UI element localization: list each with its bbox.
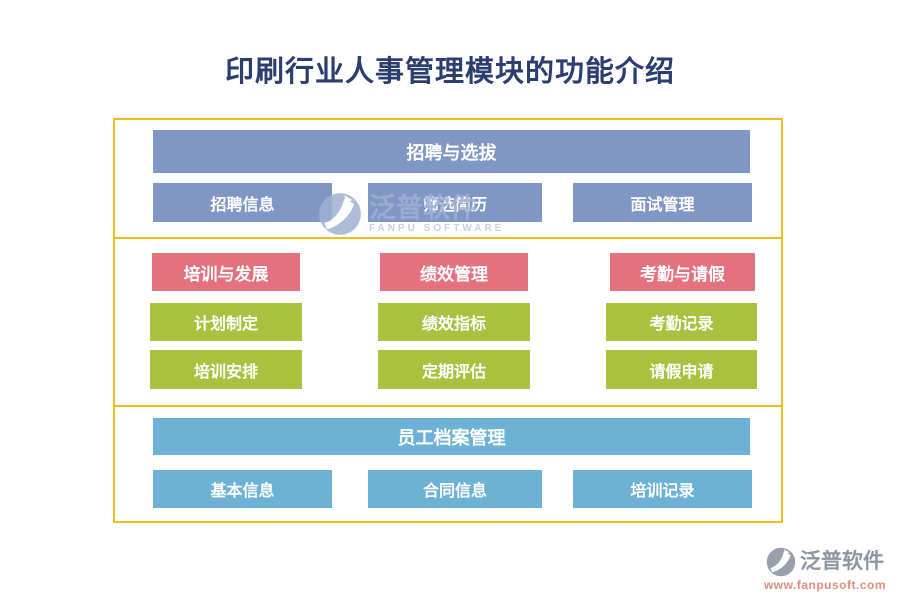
recruitment-item-screening: 筛选简历 — [368, 183, 542, 222]
attendance-item-record: 考勤记录 — [606, 303, 757, 341]
attendance-column-header: 考勤与请假 — [610, 253, 755, 291]
performance-item-review: 定期评估 — [378, 350, 530, 389]
page-title: 印刷行业人事管理模块的功能介绍 — [224, 56, 675, 88]
watermark-corner-brand: 泛普软件 — [799, 550, 884, 574]
recruitment-item-interview: 面试管理 — [573, 183, 752, 222]
archive-item-contract: 合同信息 — [368, 470, 542, 508]
attendance-item-leave: 请假申请 — [606, 350, 757, 389]
performance-column-header: 绩效管理 — [380, 253, 528, 291]
recruitment-item-info: 招聘信息 — [153, 183, 332, 222]
section-divider-top — [115, 237, 781, 239]
archive-item-basic: 基本信息 — [153, 470, 332, 508]
archive-item-training: 培训记录 — [573, 470, 752, 508]
recruitment-header-bar: 招聘与选拔 — [153, 130, 750, 173]
watermark-corner-url: www.fanpusoft.com — [763, 578, 886, 592]
performance-item-kpi: 绩效指标 — [378, 303, 530, 341]
fanpu-logo-icon — [766, 547, 796, 577]
training-item-schedule: 培训安排 — [150, 350, 302, 389]
watermark-corner: 泛普软件 www.fanpusoft.com — [764, 547, 886, 592]
training-item-plan: 计划制定 — [150, 303, 302, 341]
section-divider-bottom — [115, 405, 781, 407]
training-column-header: 培训与发展 — [152, 253, 300, 291]
diagram-frame: 招聘与选拔 招聘信息 筛选简历 面试管理 培训与发展 绩效管理 考勤与请假 计划… — [113, 118, 783, 523]
archive-header-bar: 员工档案管理 — [153, 418, 750, 455]
